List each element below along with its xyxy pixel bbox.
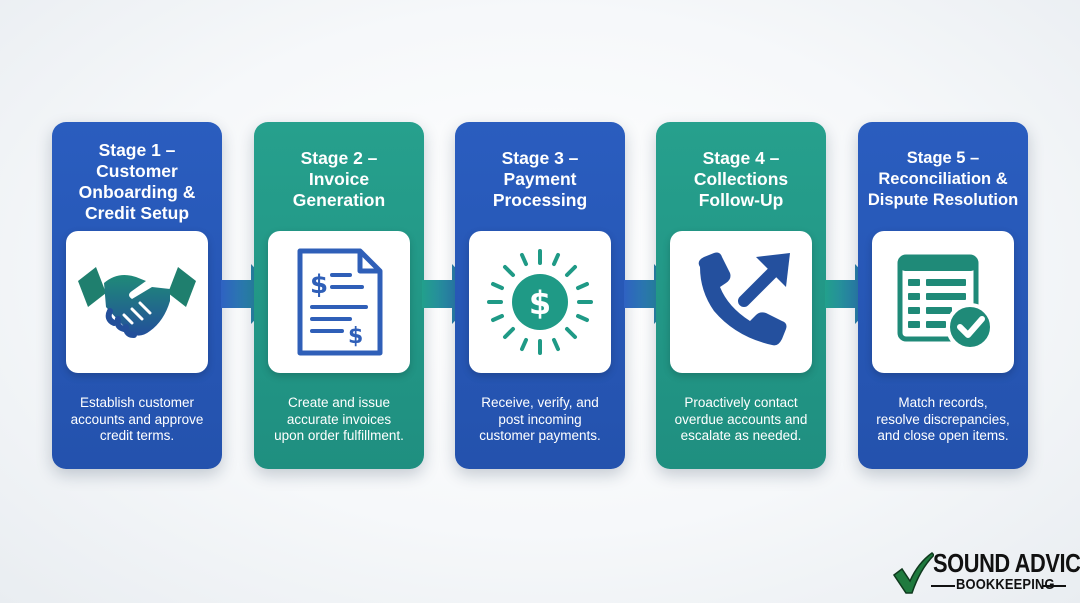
checkmark-icon [892,552,934,594]
company-logo: SOUND ADVICE BOOKKEEPING [892,547,1080,599]
invoice-document-icon: $ $ [297,248,383,356]
stage-card-1: Stage 1 – Customer Onboarding & Credit S… [52,122,222,469]
stage-4-title: Stage 4 – Collections Follow-Up [693,148,789,210]
stage-5-title: Stage 5 – Reconciliation & Dispute Resol… [867,149,1019,209]
stage-card-5: Stage 5 – Reconciliation & Dispute Resol… [858,122,1028,469]
stage-1-icon-box [66,231,208,373]
logo-line-2: BOOKKEEPING [956,576,1055,593]
svg-text:$: $ [310,270,328,300]
stage-3-icon-box: $ [469,231,611,373]
stage-card-4: Stage 4 – Collections Follow-Up Proactiv… [656,122,826,469]
stage-card-2: Stage 2 – Invoice Generation $ $ Create … [254,122,424,469]
dollar-coin-icon: $ [487,249,593,355]
svg-text:$: $ [348,324,363,349]
stage-5-icon-box [872,231,1014,373]
logo-line-1: SOUND ADVICE [933,548,1080,578]
stage-1-description: Establish customer accounts and approve … [70,395,204,443]
stage-4-icon-box [670,231,812,373]
logo-rule-left [931,585,955,587]
handshake-icon [78,267,196,338]
spreadsheet-check-icon [897,254,994,351]
logo-rule-right [1042,585,1066,587]
stage-2-icon-box: $ $ [268,231,410,373]
stage-card-3: Stage 3 – Payment Processing [455,122,625,469]
stage-2-title: Stage 2 – Invoice Generation [292,148,386,210]
stage-1-title: Stage 1 – Customer Onboarding & Credit S… [78,140,196,223]
stage-4-description: Proactively contact overdue accounts and… [674,395,808,443]
stage-3-title: Stage 3 – Payment Processing [492,148,588,210]
phone-outgoing-icon [698,252,790,346]
stage-3-description: Receive, verify, and post incoming custo… [479,395,601,443]
stage-5-description: Match records, resolve discrepancies, an… [876,395,1010,443]
svg-text:$: $ [529,284,551,322]
stage-2-description: Create and issue accurate invoices upon … [274,395,404,443]
